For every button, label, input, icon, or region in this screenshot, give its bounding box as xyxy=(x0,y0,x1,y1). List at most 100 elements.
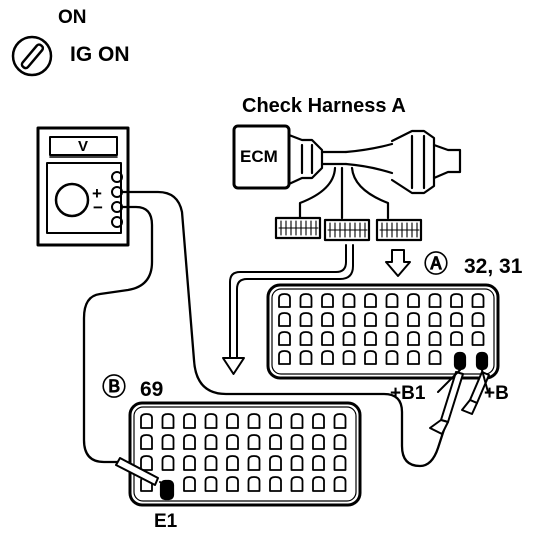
meter-minus-label: − xyxy=(93,198,103,217)
connector-b xyxy=(128,401,362,507)
pin-cavity xyxy=(333,476,347,492)
pin-cavity xyxy=(269,413,282,429)
pin-cavity xyxy=(299,293,313,308)
check-harness xyxy=(232,124,462,242)
pin-cavity xyxy=(290,455,304,471)
connector-b-marker: Ⓑ xyxy=(102,374,126,401)
pin-cavity xyxy=(204,455,218,471)
connector-a xyxy=(266,283,500,380)
pin-cavity xyxy=(428,312,442,327)
pin-cavity xyxy=(407,293,420,308)
pin-cavity xyxy=(471,293,485,308)
ig-on-label: IG ON xyxy=(70,43,130,66)
pin-cavity xyxy=(321,350,334,365)
flow-arrows xyxy=(222,244,411,375)
meter-plus-label: + xyxy=(92,184,102,203)
ecm-label: ECM xyxy=(240,147,278,166)
pin-cavity xyxy=(247,413,261,429)
pin-cavity xyxy=(364,331,377,346)
terminal-plus-b: +B xyxy=(484,383,509,404)
connector-b-pins: 69 xyxy=(140,378,164,401)
pin-cavity xyxy=(364,312,377,327)
pin-cavity xyxy=(183,413,196,429)
pin-cavity xyxy=(290,413,304,429)
pin-cavity xyxy=(450,293,463,308)
pin-cavity xyxy=(269,434,282,450)
pin-cavity xyxy=(161,455,175,471)
ignition-key-icon xyxy=(11,35,53,77)
pin-cavity xyxy=(140,413,153,429)
pin-cavity xyxy=(321,312,334,327)
pin-cavity xyxy=(385,312,399,327)
terminal-e1: E1 xyxy=(154,511,178,532)
pin-cavity xyxy=(269,455,282,471)
pin-cavity xyxy=(450,331,463,346)
pin-cavity xyxy=(290,476,304,492)
pin-cavity xyxy=(278,331,291,346)
pin-cavity xyxy=(183,455,196,471)
terminal-plus-b1: +B1 xyxy=(390,383,426,404)
pin-cavity xyxy=(204,476,218,492)
pin-cavity xyxy=(278,350,291,365)
connector-a-marker: Ⓐ xyxy=(424,251,448,278)
pin-cavity xyxy=(471,331,485,346)
pin-cavity xyxy=(407,312,420,327)
pin-cavity xyxy=(204,434,218,450)
pin-cavity xyxy=(161,413,175,429)
pin-cavity xyxy=(183,476,196,492)
probes xyxy=(115,359,490,488)
pin-cavity xyxy=(183,434,196,450)
pin-cavity xyxy=(204,413,218,429)
pin-cavity xyxy=(428,293,442,308)
pin-cavity xyxy=(247,455,261,471)
pin-cavity xyxy=(428,331,442,346)
voltmeter xyxy=(36,126,130,247)
pin-cavity xyxy=(278,293,291,308)
connector-a-pins: 32, 31 xyxy=(464,255,523,278)
pin-cavity xyxy=(312,476,325,492)
pin-cavity xyxy=(269,476,282,492)
pin-cavity xyxy=(364,350,377,365)
on-label: ON xyxy=(58,7,87,28)
pin-cavity xyxy=(471,312,485,327)
pin-cavity xyxy=(226,434,239,450)
pin-cavity xyxy=(299,312,313,327)
pin-cavity xyxy=(333,455,347,471)
label-leaders xyxy=(437,369,489,393)
pin-cavity xyxy=(342,312,356,327)
pin-cavity xyxy=(321,331,334,346)
pin-cavity xyxy=(342,293,356,308)
pin-cavity xyxy=(428,350,442,365)
pin-cavity xyxy=(312,455,325,471)
pin-cavity xyxy=(140,455,153,471)
pin-cavity xyxy=(407,350,420,365)
meter-display-label: V xyxy=(78,138,89,155)
harness-title: Check Harness A xyxy=(242,95,406,117)
pin-cavity xyxy=(299,350,313,365)
pin-cavity xyxy=(385,350,399,365)
pin-cavity xyxy=(226,476,239,492)
pin-cavity xyxy=(364,293,377,308)
pin-cavity xyxy=(385,331,399,346)
pin-cavity xyxy=(299,331,313,346)
pin-cavity xyxy=(321,293,334,308)
pin-cavity xyxy=(342,331,356,346)
pin-cavity xyxy=(450,312,463,327)
pin-cavity xyxy=(278,312,291,327)
pin-cavity xyxy=(247,434,261,450)
pin-cavity xyxy=(333,434,347,450)
pin-cavity xyxy=(140,434,153,450)
pin-cavity xyxy=(312,434,325,450)
pin-cavity xyxy=(385,293,399,308)
pin-cavity xyxy=(247,476,261,492)
pin-cavity xyxy=(226,413,239,429)
pin-cavity xyxy=(312,413,325,429)
lead-wires xyxy=(82,190,454,468)
pin-cavity xyxy=(407,331,420,346)
pin-cavity xyxy=(290,434,304,450)
pin-cavity xyxy=(226,455,239,471)
pin-cavity xyxy=(342,350,356,365)
pin-cavity xyxy=(161,434,175,450)
pin-cavity xyxy=(333,413,347,429)
